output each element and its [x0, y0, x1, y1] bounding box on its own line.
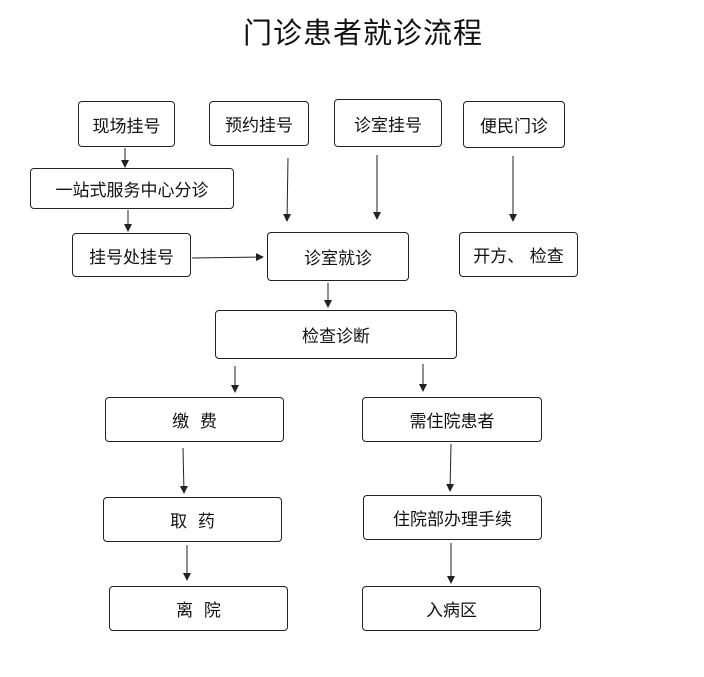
arrow-payment-to-medicine: [179, 447, 188, 494]
node-payment: 缴 费: [105, 397, 284, 442]
node-onsite-registration: 现场挂号: [78, 101, 175, 147]
node-enter-ward: 入病区: [362, 586, 541, 631]
arrow-desk-to-visit: [191, 253, 264, 262]
node-exam-diagnosis: 检查诊断: [215, 310, 457, 359]
node-prescription-exam: 开方、 检查: [459, 232, 578, 277]
node-admission-procedures: 住院部办理手续: [363, 495, 542, 540]
arrow-hospitalization-to-admission: [446, 443, 455, 492]
arrow-appointment-to-visit: [283, 157, 292, 222]
node-convenience-clinic: 便民门诊: [463, 101, 565, 148]
node-one-stop-triage: 一站式服务中心分诊: [30, 168, 234, 209]
node-clinic-registration: 诊室挂号: [334, 99, 442, 147]
page-title: 门诊患者就诊流程: [242, 16, 483, 50]
node-need-hospitalization: 需住院患者: [362, 397, 542, 442]
node-clinic-visit: 诊室就诊: [267, 232, 409, 281]
node-get-medicine: 取 药: [103, 497, 282, 542]
node-registration-desk: 挂号处挂号: [72, 233, 191, 277]
node-appointment-registration: 预约挂号: [209, 101, 309, 146]
node-leave-hospital: 离 院: [109, 586, 288, 631]
